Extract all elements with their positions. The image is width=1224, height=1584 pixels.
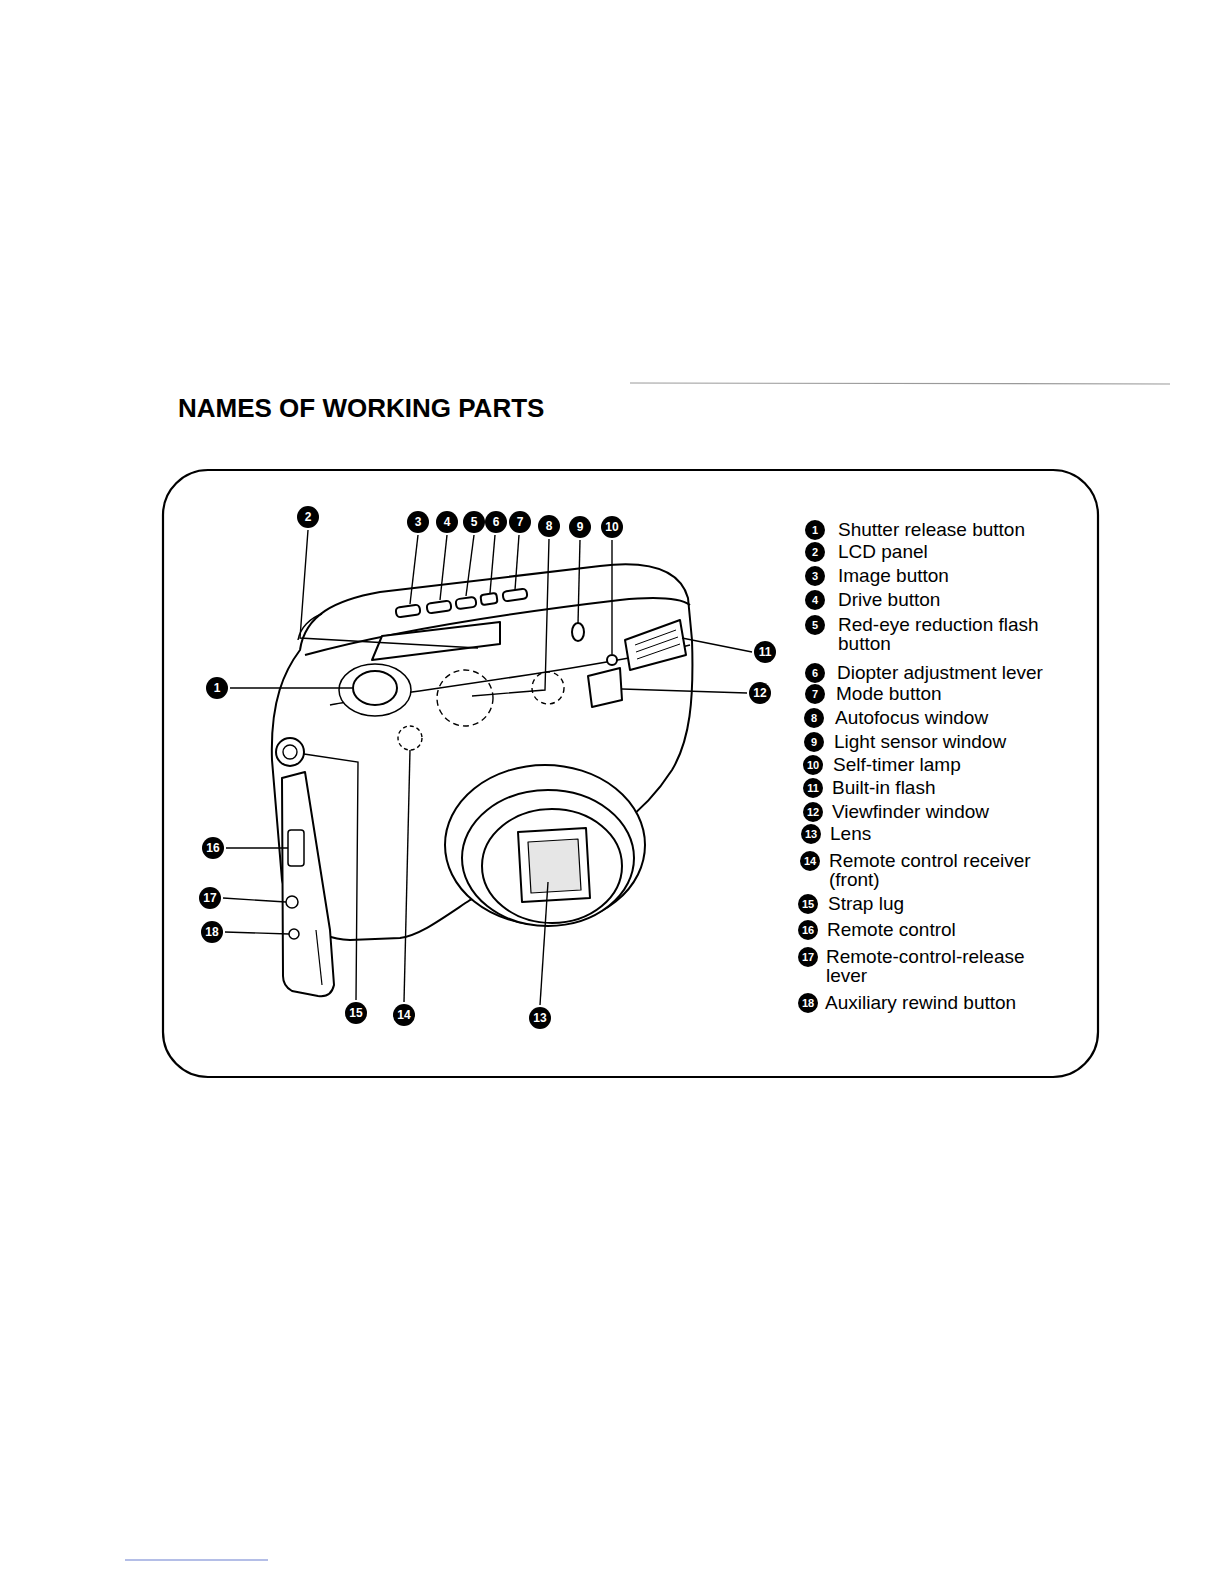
callout-number: 11 <box>803 778 823 798</box>
panel-frame <box>163 470 1098 1077</box>
callout-number: 1 <box>206 677 228 699</box>
callout-number: 15 <box>798 894 818 914</box>
part-name: LCD panel <box>838 542 1078 561</box>
callout-number: 4 <box>436 511 458 533</box>
rule-line <box>125 1559 268 1560</box>
callout-number: 17 <box>798 947 818 967</box>
callout-number: 16 <box>202 837 224 859</box>
part-name: Viewfinder window <box>832 802 1072 821</box>
callout-number: 7 <box>509 511 531 533</box>
part-name: Shutter release button <box>838 520 1078 539</box>
callout-number: 12 <box>749 682 771 704</box>
camera-body <box>272 564 693 996</box>
callout-number: 9 <box>804 732 824 752</box>
part-name: Drive button <box>838 590 1078 609</box>
callout-number: 5 <box>805 615 825 635</box>
callout-number: 1 <box>805 520 825 540</box>
part-name: Remote-control-release lever <box>826 947 1066 985</box>
callout-number: 10 <box>803 755 823 775</box>
callout-number: 11 <box>754 641 776 663</box>
callout-number: 7 <box>805 684 825 704</box>
callout-number: 14 <box>800 851 820 871</box>
callout-number: 17 <box>199 887 221 909</box>
part-name: Self-timer lamp <box>833 755 1073 774</box>
part-name: Remote control <box>827 920 1067 939</box>
part-name: Diopter adjustment lever <box>837 663 1077 682</box>
part-name: Remote control receiver (front) <box>829 851 1069 889</box>
part-name: Mode button <box>836 684 1076 703</box>
part-name: Red-eye reduction flash button <box>838 615 1078 653</box>
callout-number: 10 <box>601 516 623 538</box>
rule-line <box>630 383 1170 384</box>
callout-number: 15 <box>345 1002 367 1024</box>
callout-number: 5 <box>463 511 485 533</box>
part-name: Light sensor window <box>834 732 1074 751</box>
callout-number: 18 <box>201 921 223 943</box>
callout-number: 13 <box>801 824 821 844</box>
part-name: Image button <box>838 566 1078 585</box>
page-title: NAMES OF WORKING PARTS <box>178 393 544 423</box>
callout-number: 3 <box>805 566 825 586</box>
callout-number: 12 <box>803 802 823 822</box>
callout-number: 16 <box>798 920 818 940</box>
callout-number: 8 <box>804 708 824 728</box>
callout-number: 14 <box>393 1004 415 1026</box>
callout-number: 6 <box>485 511 507 533</box>
callout-number: 6 <box>805 663 825 683</box>
leader-lines <box>223 530 752 1005</box>
part-name: Auxiliary rewind button <box>825 993 1065 1012</box>
callout-number: 4 <box>805 590 825 610</box>
part-name: Built-in flash <box>832 778 1072 797</box>
part-name: Autofocus window <box>835 708 1075 727</box>
callout-number: 18 <box>798 993 818 1013</box>
callout-number: 13 <box>529 1007 551 1029</box>
part-name: Lens <box>830 824 1070 843</box>
callout-number: 9 <box>569 516 591 538</box>
callout-number: 8 <box>538 515 560 537</box>
callout-number: 2 <box>805 542 825 562</box>
part-name: Strap lug <box>828 894 1068 913</box>
callout-number: 3 <box>407 511 429 533</box>
callout-number: 2 <box>297 506 319 528</box>
